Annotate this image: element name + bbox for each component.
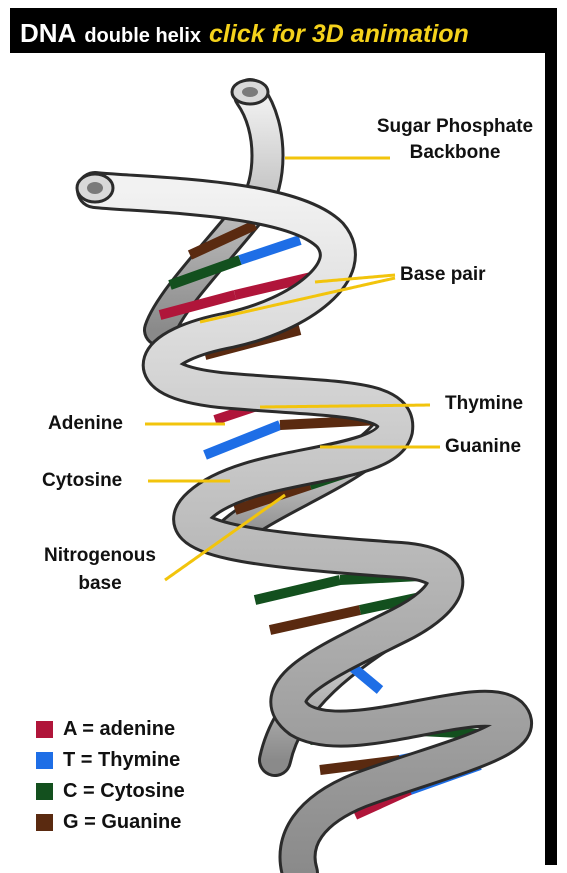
legend-item-adenine: A = adenine (36, 714, 185, 745)
label-nitro-line1: Nitrogenous (40, 545, 160, 567)
legend-label: A = adenine (63, 718, 175, 741)
label-nitrogenous-base: Nitrogenous base (40, 545, 160, 595)
legend-item-thymine: T = Thymine (36, 745, 185, 776)
legend: A = adenine T = Thymine C = Cytosine G =… (36, 714, 185, 838)
adenine-swatch (36, 721, 53, 738)
label-backbone-line2: Backbone (355, 142, 555, 164)
label-guanine: Guanine (445, 436, 521, 458)
label-backbone: Sugar Phosphate Backbone (355, 116, 555, 164)
legend-label: T = Thymine (63, 749, 180, 772)
legend-label: C = Cytosine (63, 780, 185, 803)
label-base-pair: Base pair (400, 264, 486, 286)
cytosine-swatch (36, 783, 53, 800)
label-cytosine: Cytosine (42, 470, 122, 492)
label-thymine: Thymine (445, 393, 523, 415)
legend-label: G = Guanine (63, 811, 181, 834)
label-backbone-line1: Sugar Phosphate (355, 116, 555, 138)
legend-item-guanine: G = Guanine (36, 807, 185, 838)
label-nitro-line2: base (40, 573, 160, 595)
guanine-swatch (36, 814, 53, 831)
thymine-swatch (36, 752, 53, 769)
label-adenine: Adenine (48, 413, 123, 435)
legend-item-cytosine: C = Cytosine (36, 776, 185, 807)
